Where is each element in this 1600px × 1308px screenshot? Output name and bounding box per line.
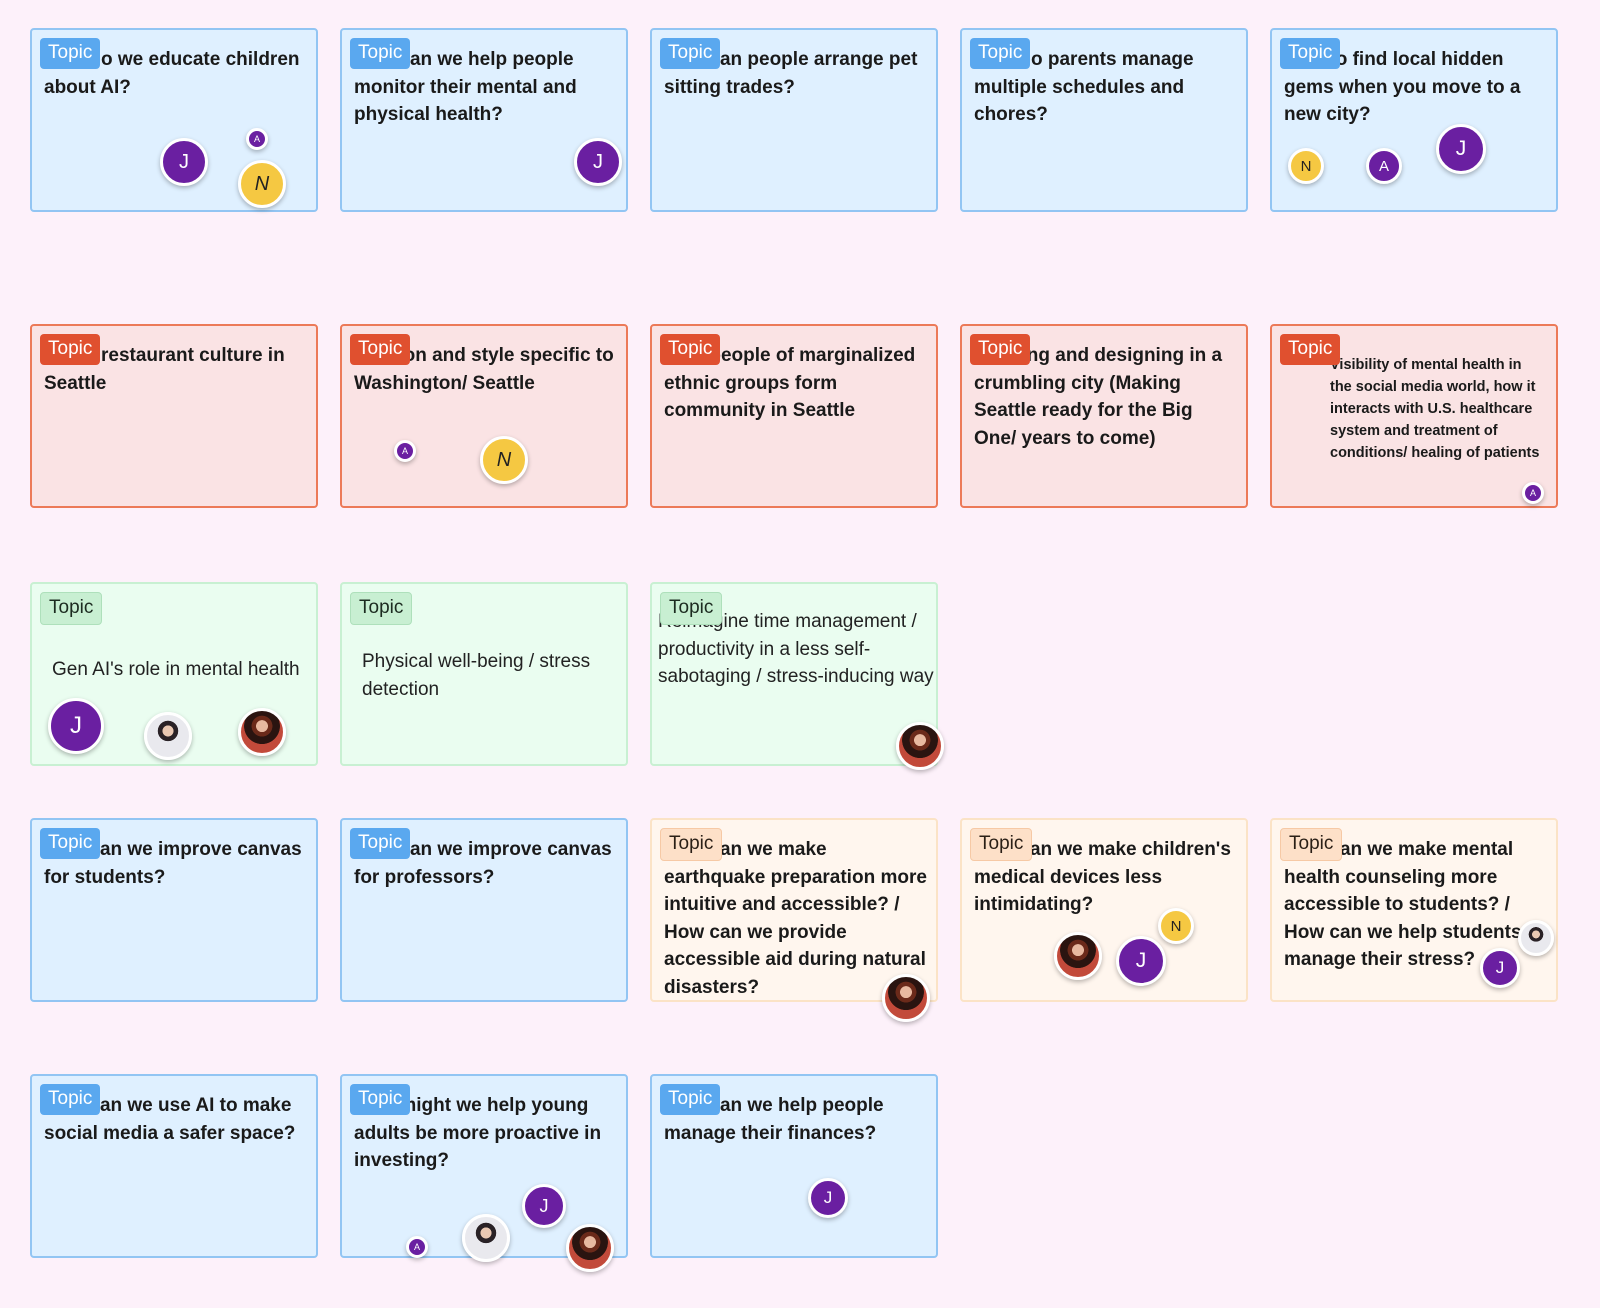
topic-text: Fashion and style specific to Washington… <box>354 345 614 394</box>
user-photo-avatar <box>462 1214 510 1262</box>
user-avatar-a: A <box>246 128 268 150</box>
user-avatar-a: A <box>1522 482 1544 504</box>
topic-tag: Topic <box>970 828 1033 861</box>
topic-text: Gen AI's role in mental health <box>52 659 300 680</box>
topic-tag: Topic <box>660 38 721 69</box>
user-photo-avatar <box>896 722 944 770</box>
topic-tag: Topic <box>40 828 101 859</box>
user-avatar-j: J <box>1116 936 1166 986</box>
user-avatar-j: J <box>574 138 622 186</box>
topic-tag: Topic <box>660 334 721 365</box>
topic-text: Food/ restaurant culture in Seattle <box>44 345 285 394</box>
user-avatar-a: A <box>406 1236 428 1258</box>
user-avatar-a: A <box>1366 148 1402 184</box>
topic-tag: Topic <box>660 1084 721 1115</box>
topic-tag: Topic <box>350 38 411 69</box>
topic-text: How people of marginalized ethnic groups… <box>664 345 916 421</box>
topic-tag: Topic <box>660 592 723 625</box>
topic-text: How do we educate children about AI? <box>44 49 300 98</box>
topic-tag: Topic <box>40 592 103 625</box>
user-avatar-a: A <box>394 440 416 462</box>
user-avatar-n: N <box>238 160 286 208</box>
user-photo-avatar <box>566 1224 614 1272</box>
topic-tag: Topic <box>350 1084 411 1115</box>
topic-tag: Topic <box>40 1084 101 1115</box>
topic-tag: Topic <box>40 38 101 69</box>
user-avatar-j: J <box>522 1184 566 1228</box>
topic-text: Visibility of mental health in the socia… <box>1330 357 1540 461</box>
topic-text: How might we help young adults be more p… <box>354 1095 602 1171</box>
topic-text: How can people arrange pet sitting trade… <box>664 49 918 98</box>
topic-tag: Topic <box>1280 828 1343 861</box>
user-avatar-j: J <box>1436 124 1486 174</box>
user-photo-avatar <box>238 708 286 756</box>
user-avatar-j: J <box>160 138 208 186</box>
topic-tag: Topic <box>970 38 1031 69</box>
topic-tag: Topic <box>350 592 413 625</box>
user-avatar-n: N <box>1158 908 1194 944</box>
topic-tag: Topic <box>350 334 411 365</box>
topic-tag: Topic <box>660 828 723 861</box>
topic-tag: Topic <box>40 334 101 365</box>
topic-text: How can we improve canvas for professors… <box>354 839 612 888</box>
user-photo-avatar <box>882 974 930 1022</box>
user-avatar-n: N <box>480 436 528 484</box>
topic-tag: Topic <box>1280 38 1341 69</box>
topic-tag: Topic <box>350 828 411 859</box>
topic-tag: Topic <box>970 334 1031 365</box>
user-photo-avatar <box>144 712 192 760</box>
topic-text: Refining and designing in a crumbling ci… <box>974 345 1223 449</box>
topic-text: Physical well-being / stress detection <box>362 651 591 700</box>
user-avatar-j: J <box>48 698 104 754</box>
user-avatar-j: J <box>808 1178 848 1218</box>
topic-tag: Topic <box>1280 334 1341 365</box>
user-photo-avatar <box>1518 920 1554 956</box>
user-photo-avatar <box>1054 932 1102 980</box>
topic-text: How can we improve canvas for students? <box>44 839 302 888</box>
topic-text: How can we use AI to make social media a… <box>44 1095 296 1144</box>
user-avatar-j: J <box>1480 948 1520 988</box>
user-avatar-n: N <box>1288 148 1324 184</box>
topic-text: Reimagine time management / productivity… <box>658 611 934 687</box>
topic-text: How can we make children's medical devic… <box>974 839 1231 915</box>
